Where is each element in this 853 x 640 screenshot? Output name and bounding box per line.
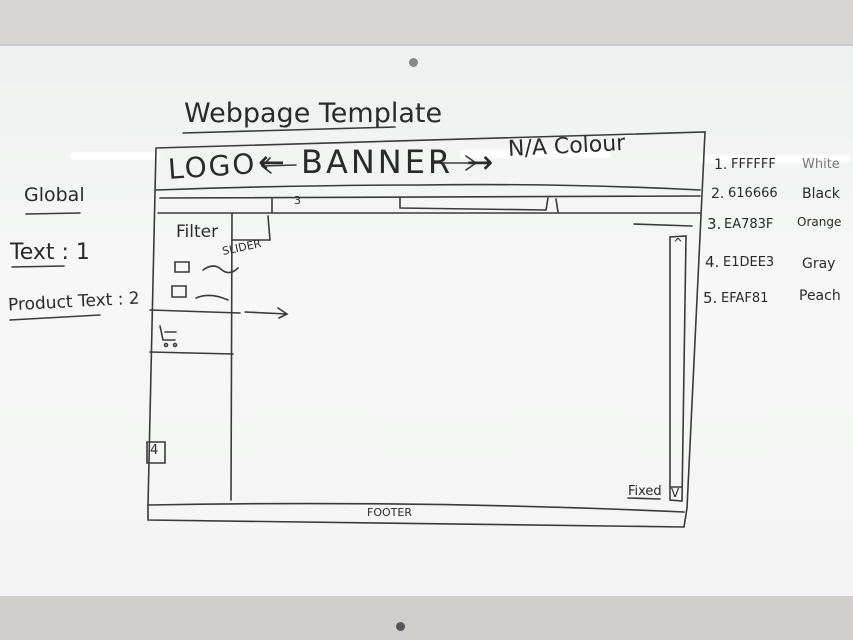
arrow-right-icon: [431, 155, 478, 171]
palette-index: 3.: [707, 215, 722, 233]
footer-divider: [147, 502, 685, 513]
palette-index: 4.: [705, 253, 720, 271]
cart-icon: [159, 325, 177, 341]
sidebar-divider: [149, 309, 241, 314]
palette-index: 1.: [714, 157, 728, 173]
scroll-up-icon: ^: [673, 236, 684, 250]
search-box: [399, 196, 549, 211]
filter-label: Filter: [176, 222, 219, 242]
title-underline: [182, 126, 396, 134]
nav-number: 3: [294, 194, 301, 207]
wall-top: [0, 0, 853, 46]
palette-hex: 616666: [728, 186, 778, 201]
logo-text: LOGO: [166, 146, 258, 187]
palette-name: Orange: [797, 215, 842, 229]
page-title: Webpage Template: [184, 98, 443, 129]
arrow-icon: [244, 307, 289, 319]
wall-bottom: [0, 596, 853, 640]
fixed-label: Fixed: [628, 484, 662, 499]
palette-name: Gray: [802, 256, 836, 272]
palette-hex: E1DEE3: [723, 255, 775, 270]
sidebar-divider: [149, 351, 234, 355]
whiteboard: [0, 44, 853, 605]
scrollbar-track: [669, 235, 687, 502]
palette-index: 5.: [703, 289, 718, 307]
box-4: [146, 441, 166, 464]
palette-hex: EFAF81: [721, 291, 769, 306]
palette-name: White: [802, 157, 840, 172]
palette-index: 2.: [711, 186, 725, 202]
box-4-label: 4: [150, 443, 159, 458]
global-heading: Global: [24, 184, 85, 206]
light-glare: [700, 155, 850, 163]
palette-name: Black: [802, 186, 840, 202]
board-screw: [396, 622, 405, 631]
sidebar-edge: [230, 212, 233, 501]
light-glare: [70, 152, 160, 160]
nav-divider: [555, 198, 559, 213]
text-size-note: Text : 1: [10, 240, 90, 265]
banner-text: ← BANNER →: [258, 143, 497, 181]
arrow-left-icon: [260, 157, 297, 174]
accent-line: [633, 223, 693, 227]
palette-hex: FFFFFF: [731, 157, 776, 172]
checkbox-icon: [171, 285, 187, 298]
palette-hex: EA783F: [724, 217, 774, 232]
palette-name: Peach: [799, 288, 841, 304]
nav-top-line: [159, 195, 701, 199]
slider-box: [231, 215, 271, 241]
footer-label: FOOTER: [367, 506, 412, 519]
light-glare: [460, 150, 610, 158]
board-magnet: [409, 58, 418, 67]
checkbox-icon: [174, 261, 190, 273]
scroll-down-icon: V: [671, 486, 680, 500]
header-divider: [155, 183, 701, 191]
